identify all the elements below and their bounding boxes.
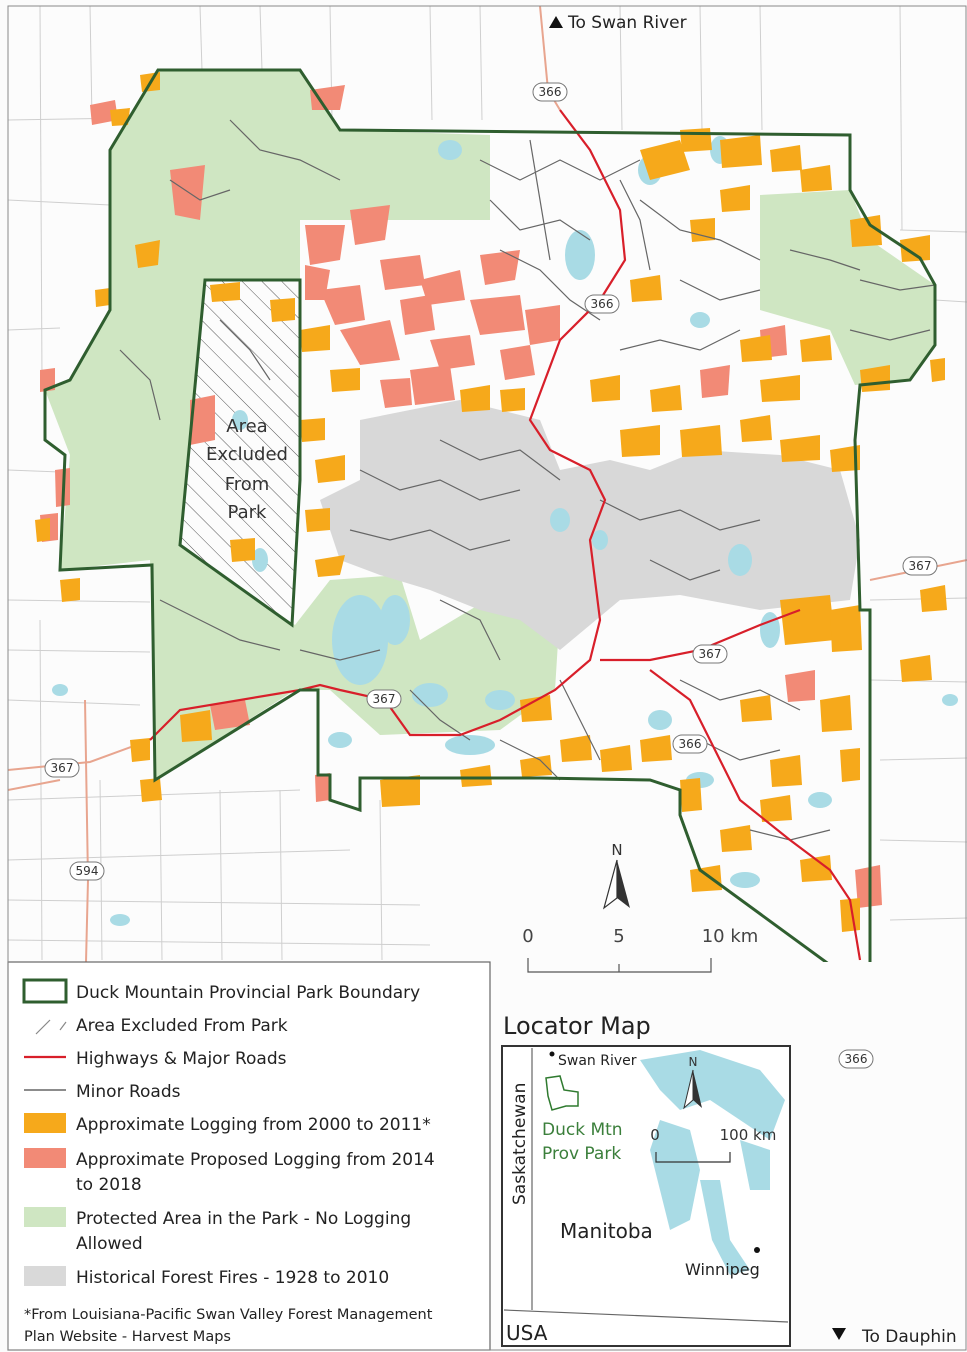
svg-text:367: 367 — [699, 647, 722, 661]
scale-bar: 0 5 10 km — [522, 926, 759, 973]
locator-scale-label-100: 100 km — [720, 1126, 777, 1144]
highway-shield: 367 — [692, 644, 728, 664]
locator-swan-river-dot — [549, 1051, 555, 1057]
legend-swatch-fires — [24, 1266, 66, 1286]
down-triangle-icon — [832, 1328, 846, 1340]
legend-label-fires: Historical Forest Fires - 1928 to 2010 — [76, 1268, 389, 1288]
locator-north-label: N — [689, 1055, 698, 1069]
locator-north-arrow-shade — [693, 1070, 702, 1108]
up-triangle-icon — [549, 16, 563, 28]
legend-label-minor: Minor Roads — [76, 1082, 181, 1102]
legend-label-proposed-cont: to 2018 — [76, 1175, 142, 1195]
park-boundary — [43, 68, 937, 962]
water-bodies — [52, 136, 958, 926]
legend-swatch-boundary — [22, 978, 68, 1004]
svg-text:367: 367 — [51, 761, 74, 775]
north-arrow-shade — [617, 860, 630, 908]
svg-text:367: 367 — [373, 692, 396, 706]
legend-swatch-logging — [24, 1113, 66, 1133]
locator-map-title: Locator Map — [503, 1012, 651, 1040]
excluded-label-line-3: From — [225, 474, 270, 495]
legend: Duck Mountain Provincial Park Boundary A… — [7, 961, 491, 1351]
north-arrow-label: N — [611, 841, 622, 859]
locator-manitoba-label: Manitoba — [560, 1219, 653, 1243]
legend-label-logging: Approximate Logging from 2000 to 2011* — [76, 1115, 431, 1135]
excluded-label-line-4: Park — [228, 502, 267, 523]
locator-scale-bar — [655, 1152, 731, 1163]
locator-saskatchewan-label: Saskatchewan — [510, 1083, 530, 1205]
legend-label-protected-cont: Allowed — [76, 1234, 143, 1254]
legend-swatch-protected — [24, 1207, 66, 1227]
legend-label-boundary: Duck Mountain Provincial Park Boundary — [76, 983, 420, 1003]
legend-footnote-line-2: Plan Website - Harvest Maps — [24, 1329, 231, 1345]
highway-shield: 366 — [838, 1049, 874, 1069]
svg-text:366: 366 — [679, 737, 702, 751]
svg-text:366: 366 — [591, 297, 614, 311]
excluded-label-line-2: Excluded — [206, 444, 288, 465]
north-arrow: N — [602, 841, 630, 910]
direction-south-label: To Dauphin — [861, 1327, 957, 1347]
locator-park-label-2: Prov Park — [542, 1144, 621, 1164]
legend-footnote-line-1: *From Louisiana-Pacific Swan Valley Fore… — [24, 1307, 433, 1323]
svg-text:367: 367 — [909, 559, 932, 573]
forest-fires — [320, 400, 860, 650]
excluded-area-boundary — [178, 278, 302, 628]
legend-swatch-excluded — [35, 1019, 51, 1035]
locator-lakes — [640, 1050, 785, 1275]
locator-country-border — [503, 1309, 789, 1323]
direction-north: To Swan River — [549, 13, 687, 33]
highway-shield: 367 — [902, 556, 938, 576]
svg-text:366: 366 — [845, 1052, 868, 1066]
legend-label-highway: Highways & Major Roads — [76, 1049, 287, 1069]
legend-swatch-proposed — [24, 1148, 66, 1168]
protected-areas — [45, 70, 935, 780]
legend-label-proposed: Approximate Proposed Logging from 2014 — [76, 1150, 435, 1170]
highway-shields: 366 366 366 366 367 367 367 367 594 — [44, 82, 938, 1069]
locator-usa-label: USA — [506, 1321, 548, 1345]
scale-label-10: 10 km — [702, 926, 759, 947]
highway-shield: 594 — [69, 861, 105, 881]
highway-shield: 366 — [584, 294, 620, 314]
proposed-logging — [40, 85, 882, 908]
locator-scale-label-0: 0 — [650, 1126, 660, 1144]
logging-2000-2011 — [35, 72, 947, 932]
direction-north-label: To Swan River — [567, 13, 687, 33]
svg-text:594: 594 — [76, 864, 99, 878]
locator-winnipeg-dot — [754, 1247, 760, 1253]
excluded-area-hatch — [180, 280, 300, 625]
locator-park-outline — [545, 1075, 579, 1111]
excluded-area-label: Area Excluded From Park — [206, 416, 288, 523]
excluded-label-line-1: Area — [226, 416, 267, 437]
legend-label-protected: Protected Area in the Park - No Logging — [76, 1209, 411, 1229]
scale-label-0: 0 — [522, 926, 533, 947]
direction-south: To Dauphin — [832, 1327, 957, 1347]
legend-label-excluded: Area Excluded From Park — [76, 1016, 288, 1036]
scale-label-5: 5 — [613, 926, 624, 947]
locator-winnipeg-label: Winnipeg — [685, 1260, 760, 1279]
locator-park-label-1: Duck Mtn — [542, 1120, 623, 1140]
locator-swan-river-label: Swan River — [558, 1053, 637, 1069]
svg-text:366: 366 — [539, 85, 562, 99]
highway-shield: 366 — [672, 734, 708, 754]
locator-map: Swan River Duck Mtn Prov Park Saskatchew… — [501, 1045, 791, 1347]
map-frame — [7, 5, 967, 1351]
highway-shield: 367 — [44, 758, 80, 778]
highway-shield: 366 — [532, 82, 568, 102]
minor-roads — [119, 119, 936, 841]
highway-shield: 367 — [366, 689, 402, 709]
